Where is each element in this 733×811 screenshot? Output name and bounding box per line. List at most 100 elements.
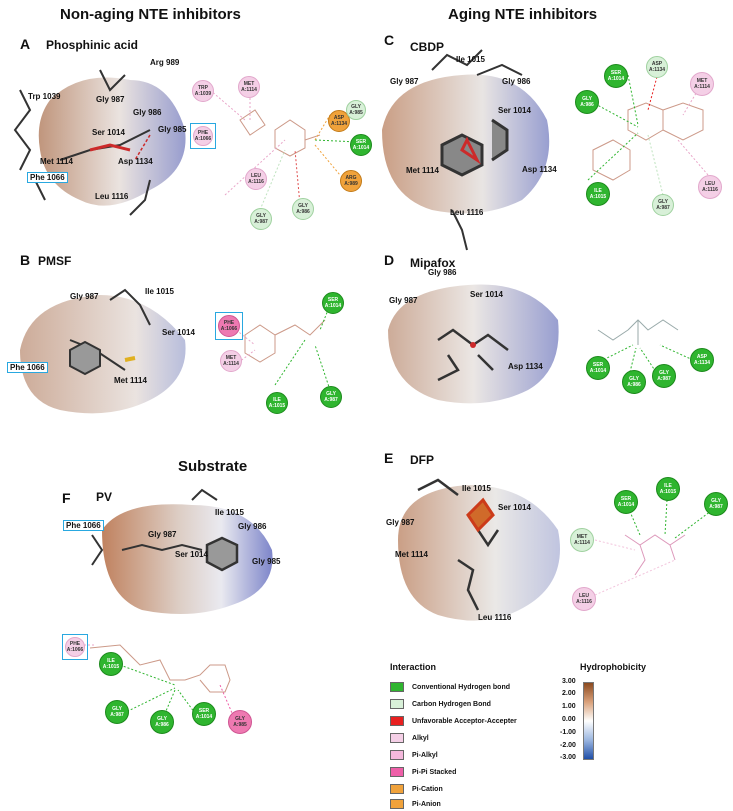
colorbar-tick: -1.00: [560, 729, 576, 736]
residue-label: Gly 986: [502, 77, 531, 86]
legend-swatch: [390, 716, 404, 726]
legend-swatch: [390, 767, 404, 777]
colorbar-tick: 2.00: [562, 690, 576, 697]
residue-label: Ser 1014: [498, 106, 531, 115]
panel-title: PMSF: [38, 254, 72, 268]
panel-title: Phosphinic acid: [46, 38, 139, 52]
residue-label: Ser 1014: [175, 550, 208, 559]
legend-swatch: [390, 799, 404, 809]
panel-title: Mipafox: [410, 256, 456, 270]
residue-label-highlighted: Phe 1066: [27, 172, 68, 183]
heading-aging: Aging NTE inhibitors: [448, 6, 598, 23]
residue-label: Gly 986: [133, 108, 162, 117]
panel-letter: F: [62, 490, 71, 506]
protein-surface: [20, 288, 186, 414]
legend-swatch: [390, 682, 404, 692]
residue-label: Met 1114: [40, 157, 73, 166]
residue-label: Asp 1134: [522, 165, 557, 174]
residue-label: Gly 986: [238, 522, 267, 531]
panel-title: CBDP: [410, 40, 445, 54]
residue-label: Gly 987: [390, 77, 419, 86]
residue-label: Gly 985: [158, 125, 187, 134]
residue-label: Trp 1039: [28, 92, 61, 101]
residue-label: Gly 987: [389, 296, 418, 305]
residue-label-highlighted: Phe 1066: [63, 520, 104, 531]
panel-title: PV: [96, 490, 113, 504]
residue-label: Leu 1116: [95, 192, 129, 201]
residue-label: Asp 1134: [508, 362, 543, 371]
panel-letter: D: [384, 252, 395, 268]
protein-surface: [388, 284, 559, 404]
residue-label-highlighted: Phe 1066: [7, 362, 48, 373]
interaction-map: [592, 319, 694, 381]
colorbar-tick: 1.00: [562, 703, 576, 710]
legend-item: Pi-Pi Stacked: [390, 767, 456, 777]
protein-surface: [13, 69, 186, 216]
residue-label: Leu 1116: [478, 613, 512, 622]
legend-item: Conventional Hydrogen bond: [390, 682, 510, 692]
residue-label: Ser 1014: [498, 503, 531, 512]
interaction-map: [80, 644, 236, 726]
residue-label: Met 1114: [114, 376, 147, 385]
residue-label: Gly 986: [428, 268, 457, 277]
residue-label: Ser 1014: [92, 128, 125, 137]
colorbar-title: Hydrophobicity: [580, 662, 647, 672]
legend-item: Alkyl: [390, 733, 429, 743]
protein-surface: [382, 49, 550, 251]
colorbar-tick: -3.00: [560, 754, 576, 761]
legend-swatch: [390, 784, 404, 794]
legend-swatch: [390, 699, 404, 709]
residue-label: Gly 987: [70, 292, 99, 301]
legend-item: Pi-Alkyl: [390, 750, 438, 760]
highlight-box: [62, 634, 88, 660]
panel-title: DFP: [410, 453, 434, 467]
panel-letter: A: [20, 36, 31, 52]
protein-surface: [91, 488, 273, 614]
residue-label: Met 1114: [406, 166, 439, 175]
legend-title: Interaction: [390, 662, 437, 672]
colorbar-tick: 0.00: [562, 716, 576, 723]
legend-item: Pi-Anion: [390, 799, 441, 809]
protein-surface: [398, 478, 560, 621]
residue-label: Ile 1015: [215, 508, 244, 517]
panel-letter: E: [384, 450, 394, 466]
panel-letter: B: [20, 252, 31, 268]
residue-label: Gly 985: [252, 557, 281, 566]
residue-label: Ile 1015: [462, 484, 491, 493]
legend-swatch: [390, 733, 404, 743]
panel-letter: C: [384, 32, 395, 48]
residue-label: Ser 1014: [470, 290, 503, 299]
highlight-box: [190, 123, 216, 149]
legend-item: Carbon Hydrogen Bond: [390, 699, 491, 709]
residue-label: Asp 1134: [118, 157, 153, 166]
residue-label: Gly 987: [96, 95, 125, 104]
